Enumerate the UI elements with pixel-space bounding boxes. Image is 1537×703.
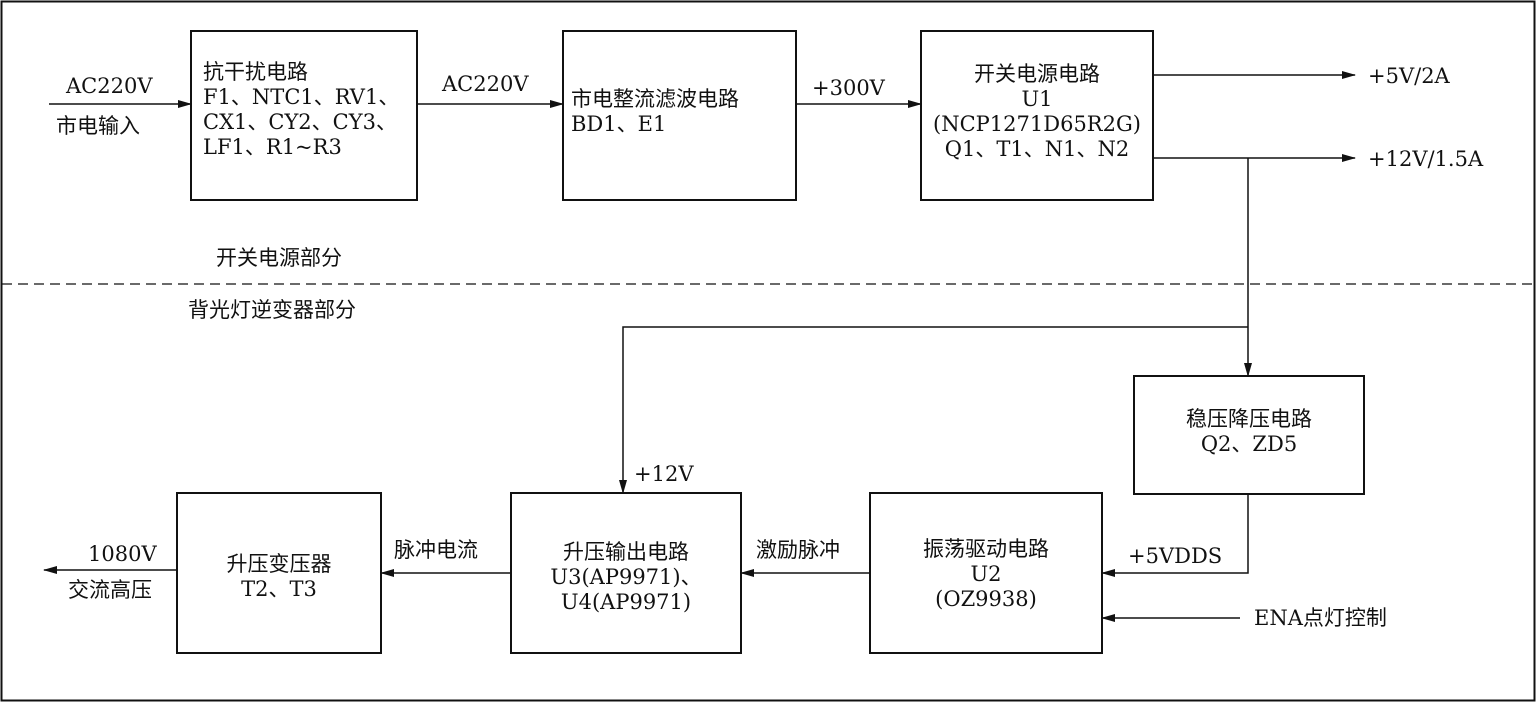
- boost-title: 升压输出电路: [563, 540, 689, 564]
- smps-box: [920, 30, 1154, 201]
- rectifier-box: [562, 30, 797, 201]
- oscillator-title: 振荡驱动电路: [923, 537, 1049, 561]
- rectifier-line: BD1、E1: [571, 112, 667, 136]
- regulator-line: Q2、ZD5: [1200, 432, 1298, 456]
- ac-input-label: AC220V: [66, 74, 153, 98]
- out-12v-label: +12V/1.5A: [1368, 147, 1484, 171]
- regulator-title: 稳压降压电路: [1186, 407, 1312, 431]
- plus12v-label: +12V: [634, 462, 694, 486]
- ac220v-mid-label: AC220V: [442, 72, 529, 96]
- emi-box: [190, 30, 418, 201]
- dc300-label: +300V: [812, 76, 885, 100]
- rectifier-block-text: 市电整流滤波电路 BD1、E1: [571, 87, 739, 137]
- smps-line: U1: [1021, 87, 1053, 111]
- section-label-top: 开关电源部分: [216, 246, 342, 270]
- oscillator-line: U2: [970, 562, 1002, 586]
- boost-block-text: 升压输出电路 U3(AP9971)、 U4(AP9971): [511, 540, 741, 615]
- emi-line: LF1、R1~R3: [203, 135, 342, 159]
- transformer-line: T2、T3: [241, 577, 317, 601]
- section-label-bottom: 背光灯逆变器部分: [188, 298, 356, 322]
- mains-input-label: 市电输入: [56, 114, 140, 138]
- hv-out-top-label: 1080V: [88, 542, 157, 566]
- plus5vdds-label: +5VDDS: [1128, 544, 1223, 568]
- excite-label: 激励脉冲: [756, 538, 840, 562]
- emi-title: 抗干扰电路: [203, 60, 308, 84]
- 5vdds-arrow: [1101, 494, 1249, 577]
- transformer-block-text: 升压变压器 T2、T3: [177, 552, 381, 602]
- rectifier-title: 市电整流滤波电路: [571, 87, 739, 111]
- smps-line: Q1、T1、N1、N2: [944, 137, 1130, 161]
- oscillator-line: (OZ9938): [935, 587, 1037, 611]
- oscillator-block-text: 振荡驱动电路 U2 (OZ9938): [870, 537, 1102, 612]
- emi-line: CX1、CY2、CY3、: [203, 110, 397, 134]
- emi-block-text: 抗干扰电路 F1、NTC1、RV1、 CX1、CY2、CY3、 LF1、R1~R…: [203, 60, 399, 160]
- hv-out-bottom-label: 交流高压: [68, 578, 152, 602]
- transformer-title: 升压变压器: [226, 552, 332, 576]
- boost-line: U3(AP9971)、: [550, 565, 702, 589]
- ena-label: ENA点灯控制: [1254, 606, 1387, 630]
- smps-block-text: 开关电源电路 U1 (NCP1271D65R2G) Q1、T1、N1、N2: [921, 62, 1153, 162]
- out-5v-label: +5V/2A: [1368, 64, 1450, 88]
- boost-line: U4(AP9971): [560, 590, 692, 614]
- regulator-block-text: 稳压降压电路 Q2、ZD5: [1134, 407, 1364, 457]
- smps-title: 开关电源电路: [974, 62, 1100, 86]
- smps-line: (NCP1271D65R2G): [933, 112, 1141, 136]
- pulse-current-label: 脉冲电流: [394, 538, 478, 562]
- emi-line: F1、NTC1、RV1、: [203, 85, 400, 109]
- 12v-to-boost-arrow: [619, 326, 1248, 494]
